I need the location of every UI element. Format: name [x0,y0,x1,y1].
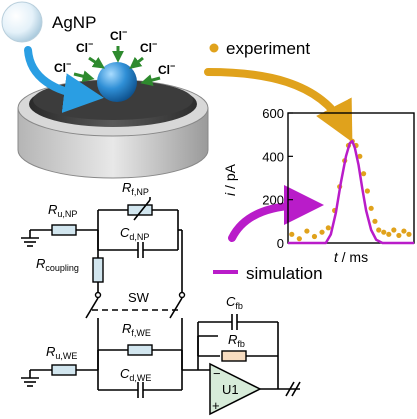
experiment-point [319,229,325,235]
experiment-series [289,138,412,242]
cl-charge: − [152,39,157,49]
label-r-f-we: Rf,WE [122,321,151,338]
experiment-point [381,229,387,235]
cl-ion: Cl [76,41,88,55]
simulation-arrow [228,185,324,242]
label-c-d-np: Cd,NP [120,225,149,242]
experiment-point [396,232,402,239]
y-tick-label: 200 [262,193,284,208]
opamp-minus: − [213,366,221,381]
experiment-point [364,188,370,194]
resistor-r-fb [221,350,247,362]
experiment-marker [209,43,219,53]
experiment-label: experiment [226,39,310,58]
experiment-point [296,236,302,242]
y-tick-label: 600 [262,106,284,121]
x-axis-label-unit: / ms [338,249,368,265]
resistor-r-f-we [127,344,153,356]
svg-text:Cl−: Cl− [140,39,157,55]
current-chart: 0 200 400 600 i / pA t / ms [222,106,415,265]
x-axis-label: t / ms [334,249,368,265]
free-nanoparticle [1,1,43,43]
label-r-fb: Rfb [228,332,245,349]
y-axis-label-unit: / pA [222,163,238,192]
ground-symbol-we [21,370,39,387]
chloride-ions: Cl− Cl− Cl− Cl− Cl− [54,27,175,86]
label-c-d-we: Cd,WE [120,366,151,383]
collision-arrow [24,46,104,113]
simulation-line [288,139,414,245]
simulation-series [288,139,414,245]
label-r-f-np: Rf,NP [122,180,149,197]
label-r-coupling: Rcoupling [36,256,79,273]
opamp-label: U1 [222,382,239,397]
resistor-r-coupling [92,257,104,283]
adsorbed-nanoparticle [97,62,137,102]
experiment-point [311,233,318,240]
experiment-point [372,218,378,224]
experiment-point [304,228,310,234]
svg-text:Cl−: Cl− [158,61,175,77]
cl-charge: − [170,61,175,71]
resistor-r-u-np [51,224,77,236]
y-tick-label: 0 [277,236,284,251]
experiment-point [376,227,382,233]
experiment-point [357,153,363,159]
cl-ion: Cl [140,41,152,55]
cl-charge: − [122,27,127,37]
experiment-point [386,231,392,237]
opamp-u1 [209,362,262,416]
y-axis-label-var: i [222,192,238,196]
experiment-point [406,231,412,237]
legend-simulation: simulation [213,264,323,283]
experiment-point [325,225,331,231]
y-axis-label: i / pA [222,163,238,196]
opamp-plus: + [212,398,220,413]
agnp-label: AgNP [52,13,96,32]
svg-text:Cl−: Cl− [76,39,93,55]
y-axis: 0 200 400 600 [262,106,293,251]
cl-charge: − [66,59,71,69]
resistor-r-u-we [51,364,77,376]
ground-symbol-np [21,230,39,247]
svg-text:Cl−: Cl− [110,27,127,43]
label-c-fb: Cfb [226,294,243,311]
svg-text:Cl−: Cl− [54,59,71,75]
experiment-point [391,227,397,233]
cl-ion: Cl [54,61,66,75]
x-axis-label-var: t [334,249,339,265]
experiment-point [361,171,367,177]
chart-frame [287,112,415,244]
label-r-u-np: Ru,NP [48,202,77,219]
simulation-label: simulation [246,264,323,283]
label-sw: SW [128,290,150,305]
cl-ion: Cl [110,29,122,43]
y-tick-label: 400 [262,149,284,164]
label-r-u-we: Ru,WE [46,344,77,361]
legend-experiment: experiment [209,39,310,58]
experiment-point [368,205,374,211]
cl-charge: − [88,39,93,49]
equivalent-circuit: Ru,NP Rf,NP Cd,NP Rcoupling SW [21,180,301,416]
experiment-point [289,231,295,237]
cl-ion: Cl [158,63,170,77]
experiment-point [401,228,407,234]
